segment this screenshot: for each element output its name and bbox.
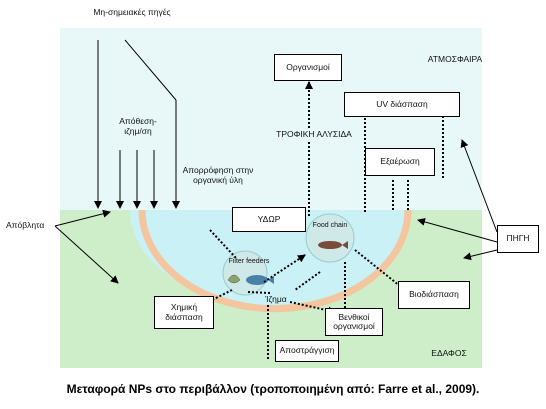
- figure-caption: Μεταφορά NPs στο περιβάλλον (τροποποιημέ…: [66, 382, 480, 396]
- shellfish-icon: [227, 274, 241, 284]
- evaporation-box: Εξαέρωση: [365, 148, 435, 176]
- biodegradation-box: Βιοδιάσπαση: [398, 281, 470, 309]
- atmosphere-label: ΑΤΜΟΣΦΑΙΡΑ: [427, 54, 483, 64]
- source-box: ΠΗΓΗ: [497, 225, 539, 253]
- organic-absorption-label: Απορρόφηση στην οργανική ύλη: [182, 165, 254, 185]
- fish-icon: [246, 275, 268, 285]
- drainage-box: Αποστράγγιση: [275, 340, 339, 362]
- uv-degradation-box: UV διάσπαση: [344, 92, 460, 117]
- water-box: ΥΔΩΡ: [232, 207, 306, 232]
- atmosphere-region: [60, 28, 482, 211]
- wastes-label: Απόβλητα: [6, 220, 45, 230]
- deposition-label: Απόθεση-ιζημ/ση: [119, 116, 157, 136]
- chemical-degradation-box: Χημική διάσπαση: [154, 296, 214, 329]
- basin-rim: [138, 209, 412, 313]
- soil-label: ΕΔΑΦΟΣ: [431, 348, 467, 358]
- food-chain-label: Food chain: [312, 222, 348, 229]
- benthic-organisms-box: Βενθικοί οργανισμοί: [325, 308, 383, 336]
- organisms-box: Οργανισμοί: [274, 54, 342, 81]
- filter-feeders-label: Filter feeders: [228, 258, 270, 265]
- food-chain-circle: [305, 213, 355, 263]
- non-point-sources-label: Μη-σημειακές πηγές: [93, 7, 171, 17]
- fish-icon-food-chain: [318, 241, 342, 249]
- sediment-box: Ίζημα: [265, 294, 287, 305]
- trophic-chain-label: ΤΡΟΦΙΚΗ ΑΛΥΣΙΔΑ: [272, 129, 356, 140]
